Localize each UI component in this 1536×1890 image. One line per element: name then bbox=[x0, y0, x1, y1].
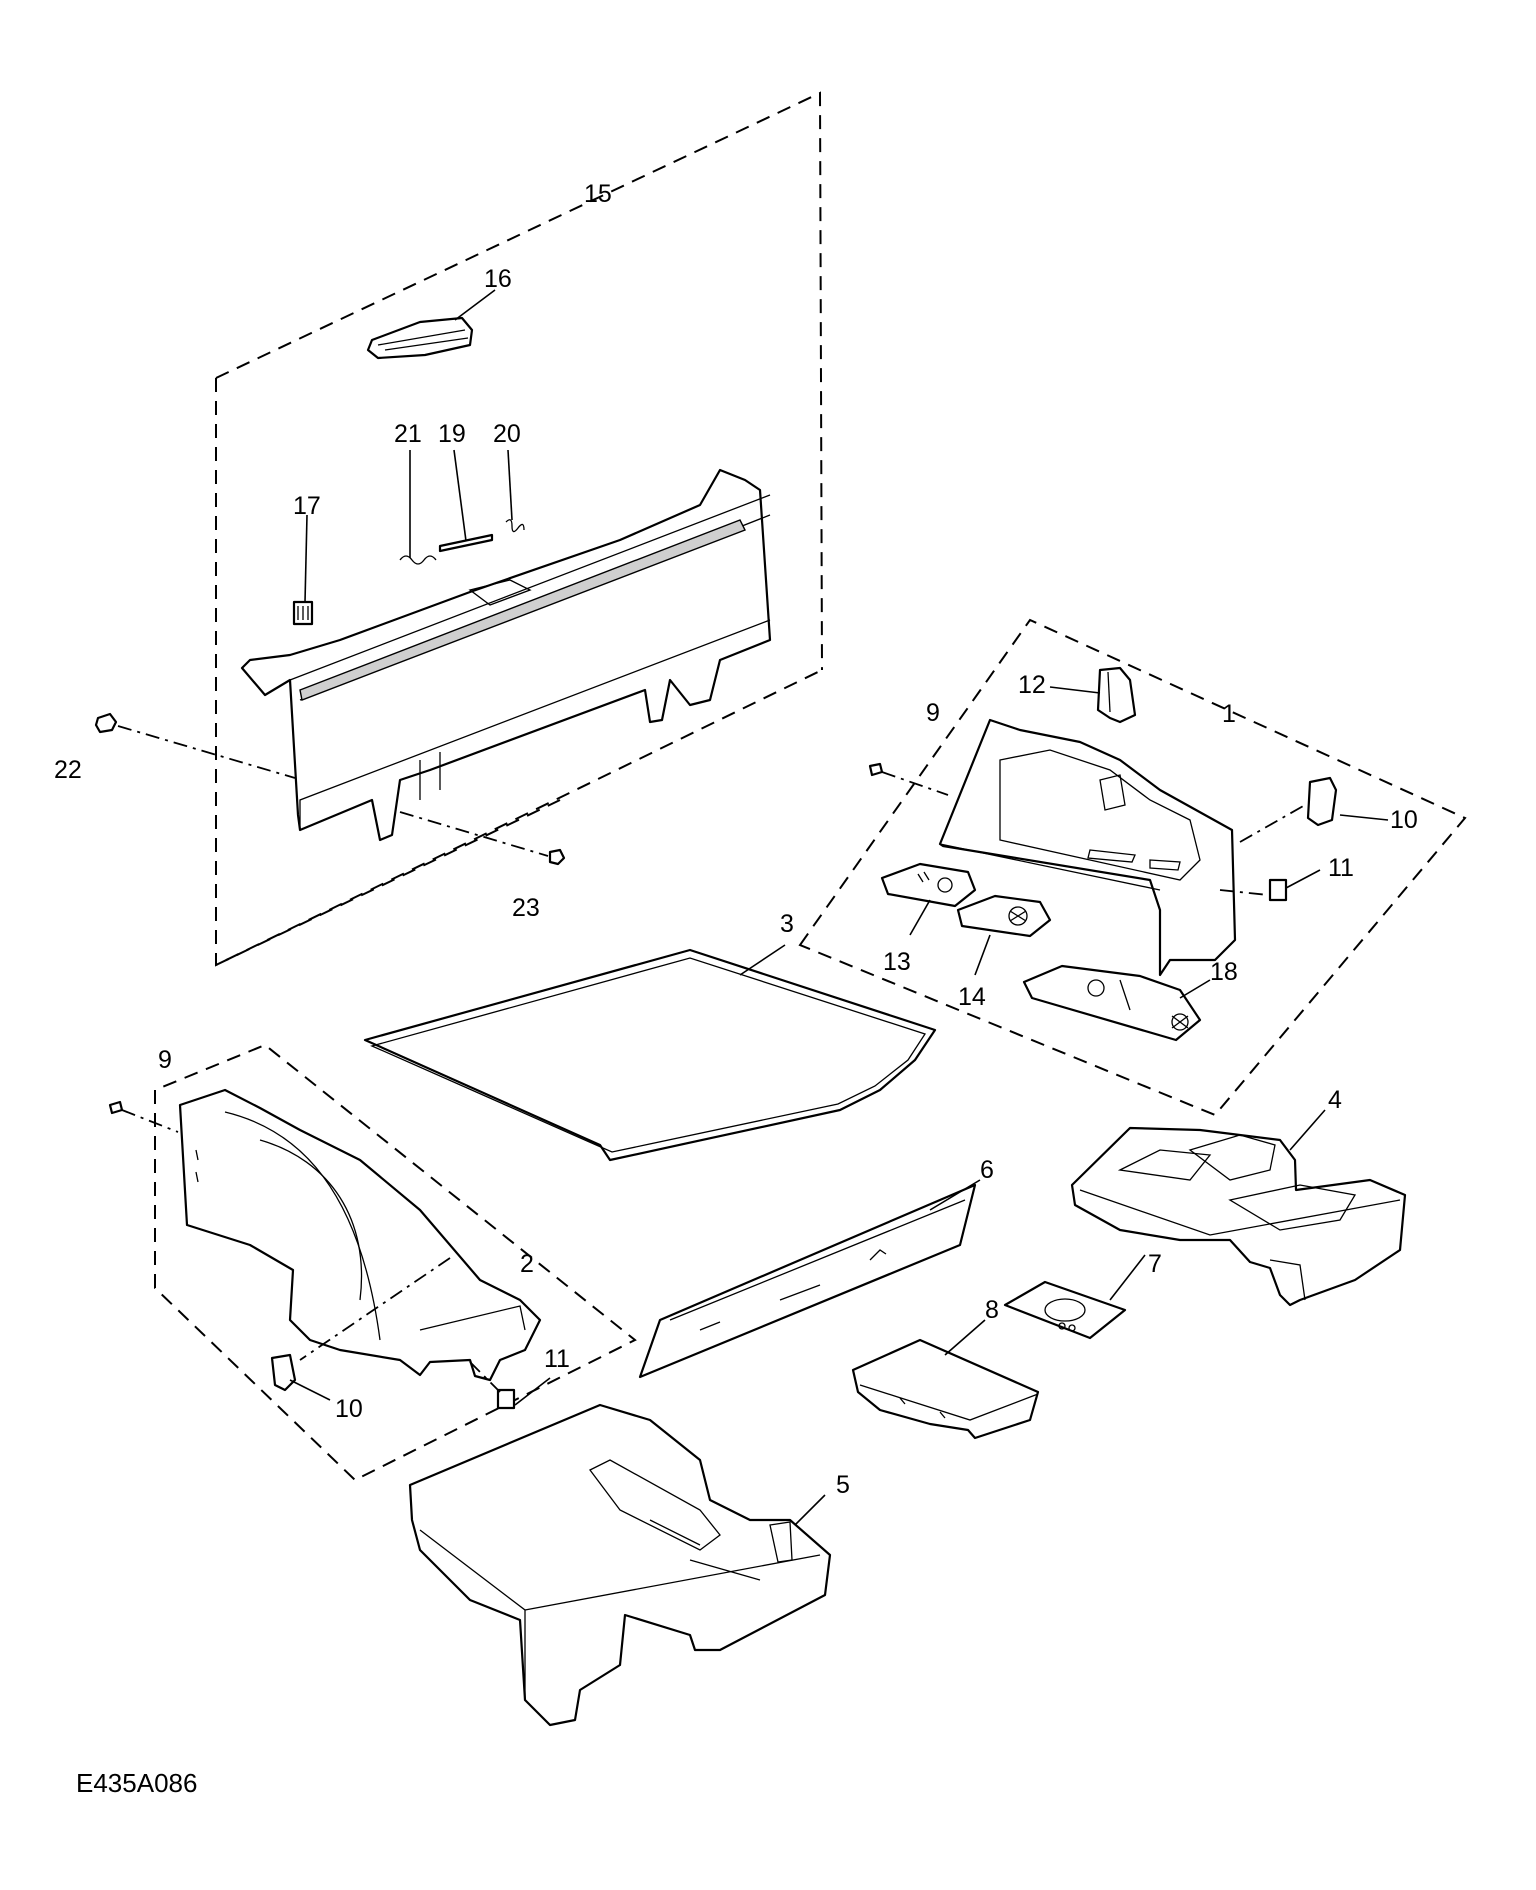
part-18-panel[interactable] bbox=[1022, 964, 1202, 1042]
part-6-trim-strip[interactable] bbox=[638, 1183, 977, 1379]
part-20-spring[interactable] bbox=[505, 519, 525, 533]
callout-11-upper: 11 bbox=[1328, 854, 1354, 882]
callout-8: 8 bbox=[985, 1296, 999, 1324]
scuff-plate-panel[interactable] bbox=[240, 468, 772, 842]
callout-7: 7 bbox=[1148, 1250, 1162, 1278]
group-1-boundary bbox=[798, 618, 1467, 1117]
part-10-cap-lh[interactable] bbox=[270, 1353, 297, 1392]
callout-1: 1 bbox=[1222, 700, 1236, 728]
callout-18: 18 bbox=[1210, 958, 1238, 986]
part-23-fastener[interactable] bbox=[548, 848, 566, 866]
part-11-clip-rh[interactable] bbox=[1268, 878, 1288, 902]
part-12-bracket[interactable] bbox=[1096, 666, 1137, 724]
callout-16: 16 bbox=[484, 265, 512, 293]
callout-2: 2 bbox=[520, 1250, 534, 1278]
callout-11-lower: 11 bbox=[544, 1345, 570, 1373]
part-3-floor-mat[interactable] bbox=[363, 948, 937, 1162]
part-4-storage-tray[interactable] bbox=[1070, 1126, 1407, 1307]
callout-3: 3 bbox=[780, 910, 794, 938]
part-5-foam-tray[interactable] bbox=[408, 1403, 832, 1727]
callout-12: 12 bbox=[1018, 671, 1046, 699]
part-14-panel[interactable] bbox=[956, 894, 1052, 938]
group-15-boundary bbox=[215, 91, 823, 967]
part-8-cover-board[interactable] bbox=[851, 1338, 1040, 1440]
diagram-code: E435A086 bbox=[76, 1768, 197, 1798]
callout-5: 5 bbox=[836, 1471, 850, 1499]
part-2-side-trim-lh[interactable] bbox=[178, 1088, 542, 1382]
callout-20: 20 bbox=[493, 420, 521, 448]
part-16-cover[interactable] bbox=[366, 316, 474, 360]
part-13-panel[interactable] bbox=[880, 862, 977, 908]
part-19-rod[interactable] bbox=[438, 533, 494, 553]
part-9-screw-lh[interactable] bbox=[108, 1100, 124, 1115]
callout-10-lower: 10 bbox=[335, 1395, 363, 1423]
leader-lines bbox=[289, 289, 1389, 1526]
callout-10-upper: 10 bbox=[1390, 806, 1418, 834]
part-1-side-trim-rh[interactable] bbox=[938, 718, 1237, 977]
callout-15: 15 bbox=[584, 180, 612, 208]
callout-21: 21 bbox=[394, 420, 422, 448]
callout-labels: 15 16 21 19 20 17 22 23 12 1 9 10 11 3 1… bbox=[54, 180, 1418, 1499]
callout-6: 6 bbox=[980, 1156, 994, 1184]
part-9-screw-rh[interactable] bbox=[868, 762, 884, 777]
part-11-clip-lh[interactable] bbox=[496, 1388, 516, 1410]
callout-22: 22 bbox=[54, 756, 82, 784]
part-21-spring[interactable] bbox=[399, 555, 437, 565]
part-10-cap-rh[interactable] bbox=[1306, 776, 1338, 827]
callout-4: 4 bbox=[1328, 1086, 1342, 1114]
part-17-clip[interactable] bbox=[292, 600, 314, 626]
callout-9-upper: 9 bbox=[926, 699, 940, 727]
callout-9-lower: 9 bbox=[158, 1046, 172, 1074]
callout-13: 13 bbox=[883, 948, 911, 976]
part-7-plate[interactable] bbox=[1003, 1280, 1127, 1340]
part-22-fastener[interactable] bbox=[94, 712, 118, 734]
callout-14: 14 bbox=[958, 983, 986, 1011]
callout-19: 19 bbox=[438, 420, 466, 448]
callout-23: 23 bbox=[512, 894, 540, 922]
callout-17: 17 bbox=[293, 492, 321, 520]
